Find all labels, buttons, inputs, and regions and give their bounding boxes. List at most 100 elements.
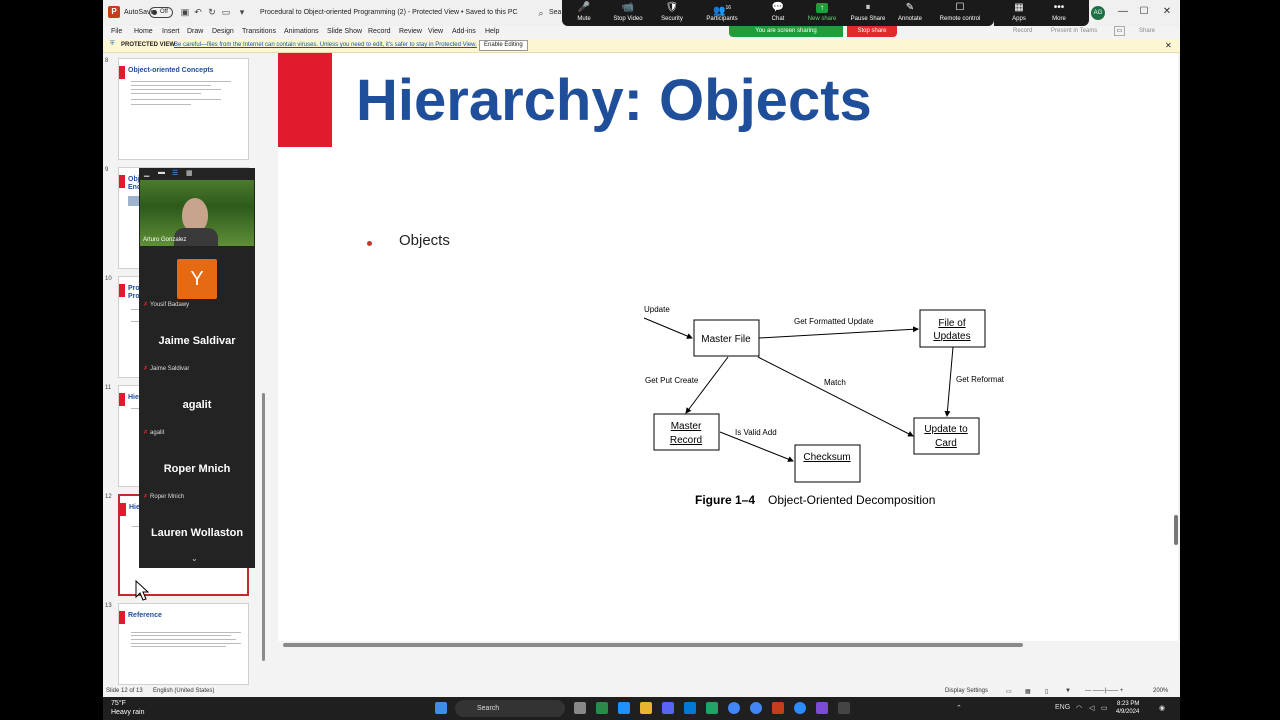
muted-mic-icon: ✗ [143, 430, 149, 436]
mute-button[interactable]: 🎤Mute [562, 0, 606, 26]
mail-icon[interactable] [684, 702, 696, 714]
present-icon[interactable]: ▭ [221, 7, 231, 17]
search-icon[interactable]: ⌕ [538, 8, 544, 18]
file-explorer-icon[interactable] [640, 702, 652, 714]
chevron-down-icon[interactable]: ⌄ [191, 554, 198, 563]
slide-vertical-scrollbar[interactable] [1172, 53, 1180, 643]
chat-button[interactable]: 💬Chat [756, 0, 800, 26]
tab-review[interactable]: Review [399, 28, 422, 35]
onenote-icon[interactable] [816, 702, 828, 714]
minimize-icon[interactable]: — [1118, 6, 1128, 17]
system-clock[interactable]: 8:23 PM 4/9/2024 [1116, 701, 1140, 715]
task-view-icon[interactable] [574, 702, 586, 714]
apps-button[interactable]: ▦Apps [997, 0, 1041, 26]
chrome-profile-icon[interactable] [750, 702, 762, 714]
close-icon[interactable]: ✕ [1162, 6, 1172, 17]
search-text[interactable]: Sea [549, 9, 562, 16]
tab-record[interactable]: Record [368, 28, 391, 35]
tab-view[interactable]: View [428, 28, 444, 35]
normal-view-icon[interactable]: ▭ [1006, 689, 1012, 695]
maximize-icon[interactable]: ☐ [1139, 6, 1149, 17]
gallery-grid-icon[interactable]: ▦ [186, 170, 193, 177]
share-button[interactable]: Share [1139, 28, 1156, 34]
volume-icon[interactable]: ◁ [1089, 705, 1095, 712]
redo-icon[interactable]: ↻ [208, 7, 216, 17]
teams-icon[interactable] [662, 702, 674, 714]
video-participant-name: Arturo Gonzalez [143, 237, 187, 243]
slide-thumbnail-13[interactable]: Reference [118, 603, 249, 685]
share-arrow-icon: ↑ [800, 0, 844, 16]
weather-widget[interactable]: 75°F Heavy rain [111, 699, 144, 717]
tab-transitions[interactable]: Transitions [242, 28, 276, 35]
pause-share-button[interactable]: ⏸Pause Share [846, 0, 890, 26]
slide-thumbnail-8[interactable]: Object-oriented Concepts [118, 58, 249, 160]
tab-insert[interactable]: Insert [162, 28, 180, 35]
zoom-slider[interactable]: — ——|—— + [1085, 688, 1124, 694]
battery-icon[interactable]: ▭ [1101, 705, 1108, 712]
minimize-gallery-icon[interactable]: ▁ [144, 170, 150, 177]
protected-view-message[interactable]: Be careful—files from the Internet can c… [174, 42, 477, 48]
security-button[interactable]: 🛡Security [650, 0, 694, 26]
new-share-button[interactable]: ↑New share [800, 0, 844, 26]
tab-add-ins[interactable]: Add-ins [452, 28, 476, 35]
comments-icon[interactable]: ▭ [1114, 26, 1125, 36]
tab-file[interactable]: File [111, 28, 123, 35]
status-bar: Slide 12 of 13 English (United States) D… [103, 686, 1180, 697]
zoom-level[interactable]: 200% [1153, 688, 1169, 694]
app-icon[interactable] [838, 702, 850, 714]
record-button[interactable]: Record [1013, 28, 1033, 34]
excel-icon[interactable] [706, 702, 718, 714]
tab-slide-show[interactable]: Slide Show [327, 28, 363, 35]
notifications-icon[interactable]: ◉ [1159, 705, 1166, 712]
horizontal-scrollbar[interactable] [278, 641, 1178, 649]
reading-view-icon[interactable]: ▯ [1045, 689, 1049, 695]
tab-draw[interactable]: Draw [187, 28, 204, 35]
participant-tile-name: Roper Mnich [163, 463, 231, 475]
taskbar-search[interactable]: Search [455, 700, 565, 717]
zoom-gallery-panel: ▁ ▬ ☰ ▦ Arturo Gonzalez Y ✗Yousif Badawy… [139, 168, 255, 568]
display-settings-button[interactable]: Display Settings [945, 688, 989, 694]
tab-animations[interactable]: Animations [284, 28, 319, 35]
slide-number: 10 [105, 276, 112, 282]
remote-control-button[interactable]: ☐Remote control [934, 0, 986, 26]
undo-icon[interactable]: ↶ [194, 7, 202, 17]
customize-icon[interactable]: ▾ [239, 7, 245, 17]
speaker-view-icon[interactable]: ☰ [172, 170, 179, 177]
input-language[interactable]: ENG [1055, 704, 1071, 711]
present-in-teams-button[interactable]: Present in Teams [1051, 28, 1098, 34]
zoom-app-icon[interactable] [794, 702, 806, 714]
start-icon[interactable] [435, 702, 447, 714]
annotate-button[interactable]: ✎Annotate [888, 0, 932, 26]
svg-text:Checksum: Checksum [803, 452, 850, 463]
zoom-toolbar-extra: ▦Apps •••More [994, 0, 1089, 26]
participant-label: ✗Yousif Badawy [143, 302, 190, 308]
tab-home[interactable]: Home [134, 28, 153, 35]
user-avatar[interactable]: AG [1091, 6, 1105, 20]
save-icon[interactable]: ▣ [180, 7, 190, 17]
tab-design[interactable]: Design [212, 28, 234, 35]
enable-editing-button[interactable]: Enable Editing [479, 40, 528, 51]
stop-video-button[interactable]: 📹Stop Video [606, 0, 650, 26]
slide-sorter-icon[interactable]: ▦ [1025, 689, 1031, 695]
strip-view-icon[interactable]: ▬ [158, 169, 165, 176]
stop-share-button[interactable]: Stop share [847, 26, 897, 37]
chrome-icon[interactable] [728, 702, 740, 714]
thumbnail-scrollbar[interactable] [261, 58, 267, 678]
slide-title: Hierarchy: Objects [356, 68, 872, 133]
close-bar-icon[interactable]: ✕ [1165, 41, 1172, 50]
slideshow-icon[interactable]: ▼ [1065, 688, 1071, 694]
tab-help[interactable]: Help [485, 28, 500, 35]
more-button[interactable]: •••More [1037, 0, 1081, 26]
edge-label: Update [644, 305, 670, 314]
autosave-toggle[interactable]: Off [149, 7, 173, 18]
participants-icon: 👥16 [712, 5, 731, 17]
svg-text:Master: Master [671, 421, 702, 432]
language-indicator[interactable]: English (United States) [153, 688, 215, 694]
tray-chevron-icon[interactable]: ⌃ [956, 705, 962, 712]
video-camera-icon: 📹 [621, 2, 635, 13]
wifi-icon[interactable]: ◠ [1076, 705, 1083, 712]
chat-app-icon[interactable] [596, 702, 608, 714]
powerpoint-taskbar-icon[interactable] [772, 702, 784, 714]
edge-icon[interactable] [618, 702, 630, 714]
